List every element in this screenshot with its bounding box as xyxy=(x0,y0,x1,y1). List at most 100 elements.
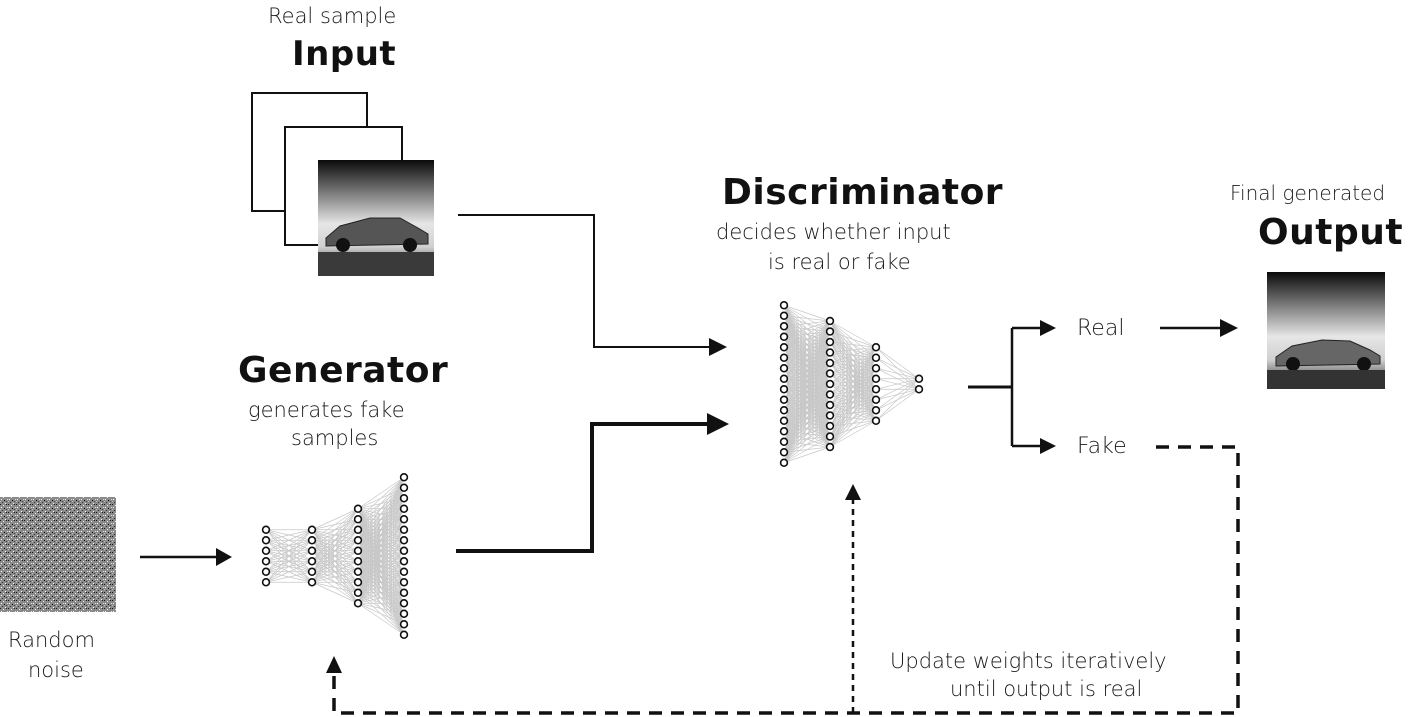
discriminator-node xyxy=(825,411,835,420)
discriminator-connection xyxy=(829,320,877,348)
discriminator-node xyxy=(825,348,835,357)
generator-node xyxy=(399,525,409,534)
discriminator-connection xyxy=(829,368,877,448)
real-car-image xyxy=(318,160,434,276)
discriminator-node xyxy=(871,406,881,415)
discriminator-connection xyxy=(783,320,831,432)
discriminator-node xyxy=(825,369,835,378)
generator-node xyxy=(353,504,363,513)
discriminator-node xyxy=(779,458,789,467)
generator-connection xyxy=(357,477,405,562)
discriminator-connection xyxy=(829,399,877,448)
discriminator-connection xyxy=(783,320,831,453)
generator-connection xyxy=(311,519,359,583)
generator-connection xyxy=(265,529,313,541)
discriminator-connection xyxy=(783,404,831,463)
generator-connection xyxy=(357,477,405,551)
generator-desc-line2: samples xyxy=(291,426,379,450)
generator-node xyxy=(399,609,409,618)
discriminator-node xyxy=(779,343,789,352)
discriminator-node xyxy=(779,448,789,457)
real-label: Real xyxy=(1077,316,1125,341)
discriminator-node xyxy=(779,395,789,404)
generator-connection xyxy=(357,602,405,625)
discriminator-node xyxy=(825,432,835,441)
generator-connection xyxy=(357,476,405,510)
generator-node xyxy=(399,473,409,482)
generator-node xyxy=(261,567,271,576)
discriminator-connection xyxy=(783,320,831,390)
discriminator-connection xyxy=(829,346,877,364)
generator-connection xyxy=(311,508,359,552)
discriminator-connection xyxy=(783,320,831,400)
generator-connection xyxy=(265,529,313,562)
generator-node xyxy=(399,494,409,503)
generator-connection xyxy=(357,550,405,604)
discriminator-connection xyxy=(783,436,831,464)
generator-node xyxy=(399,588,409,597)
discriminator-connection xyxy=(783,320,831,338)
generator-connection xyxy=(265,560,313,583)
generator-connection xyxy=(357,477,405,593)
discriminator-connection xyxy=(829,420,877,448)
noise-label-line1: Random xyxy=(8,628,95,652)
generator-connection xyxy=(357,477,405,583)
discriminator-node xyxy=(871,353,881,362)
discriminator-connection xyxy=(829,409,877,448)
discriminator-node xyxy=(825,337,835,347)
discriminator-node xyxy=(779,406,789,415)
discriminator-connection xyxy=(875,378,920,390)
generator-connection xyxy=(357,581,405,604)
discriminator-connection xyxy=(829,331,877,348)
arrowhead xyxy=(1040,320,1056,336)
discriminator-node xyxy=(871,395,881,404)
discriminator-connection xyxy=(875,357,920,380)
generator-node xyxy=(261,536,271,545)
discriminator-desc-line2: is real or fake xyxy=(768,250,911,274)
generator-connection xyxy=(357,487,405,604)
generator-node xyxy=(353,578,363,587)
generator-node xyxy=(307,536,317,545)
arrowhead xyxy=(845,484,861,500)
input-sample-stack xyxy=(251,92,434,276)
discriminator-connection xyxy=(829,346,877,374)
discriminator-connection xyxy=(829,347,877,406)
generator-connection xyxy=(357,592,405,604)
generator-node xyxy=(399,578,409,587)
input-to-discriminator-arrow xyxy=(458,214,724,348)
generator-connection xyxy=(311,560,359,583)
discriminator-node xyxy=(779,437,789,446)
generator-connection xyxy=(357,571,405,604)
discriminator-node xyxy=(779,427,789,436)
generator-node xyxy=(399,630,409,639)
discriminator-node xyxy=(825,316,835,326)
discriminator-connection xyxy=(829,347,877,395)
generator-node xyxy=(261,578,271,587)
generator-connection xyxy=(357,476,405,520)
feedback-line1: Update weights iteratively xyxy=(890,649,1167,673)
generator-connection xyxy=(311,508,359,572)
discriminator-connection xyxy=(783,315,831,322)
generator-node xyxy=(307,578,317,587)
arrowhead xyxy=(1220,319,1238,337)
generator-connection xyxy=(357,477,405,541)
generator-node xyxy=(261,525,271,534)
discriminator-connection xyxy=(829,389,877,448)
discriminator-connection xyxy=(783,415,831,463)
generator-connection xyxy=(311,508,359,531)
generator-node xyxy=(261,557,271,566)
generator-connection xyxy=(357,560,405,604)
generator-connection xyxy=(357,477,405,530)
generator-node xyxy=(399,620,409,629)
discriminator-connection xyxy=(783,373,831,463)
discriminator-connection xyxy=(783,320,831,348)
generator-node xyxy=(353,536,363,545)
generator-connection xyxy=(357,540,405,604)
generator-node xyxy=(353,515,363,524)
discriminator-connection xyxy=(829,347,877,416)
discriminator-connection xyxy=(875,388,920,422)
generator-connection xyxy=(357,602,405,636)
discriminator-connection xyxy=(783,320,831,442)
generator-node xyxy=(353,557,363,566)
discriminator-node xyxy=(779,311,789,320)
